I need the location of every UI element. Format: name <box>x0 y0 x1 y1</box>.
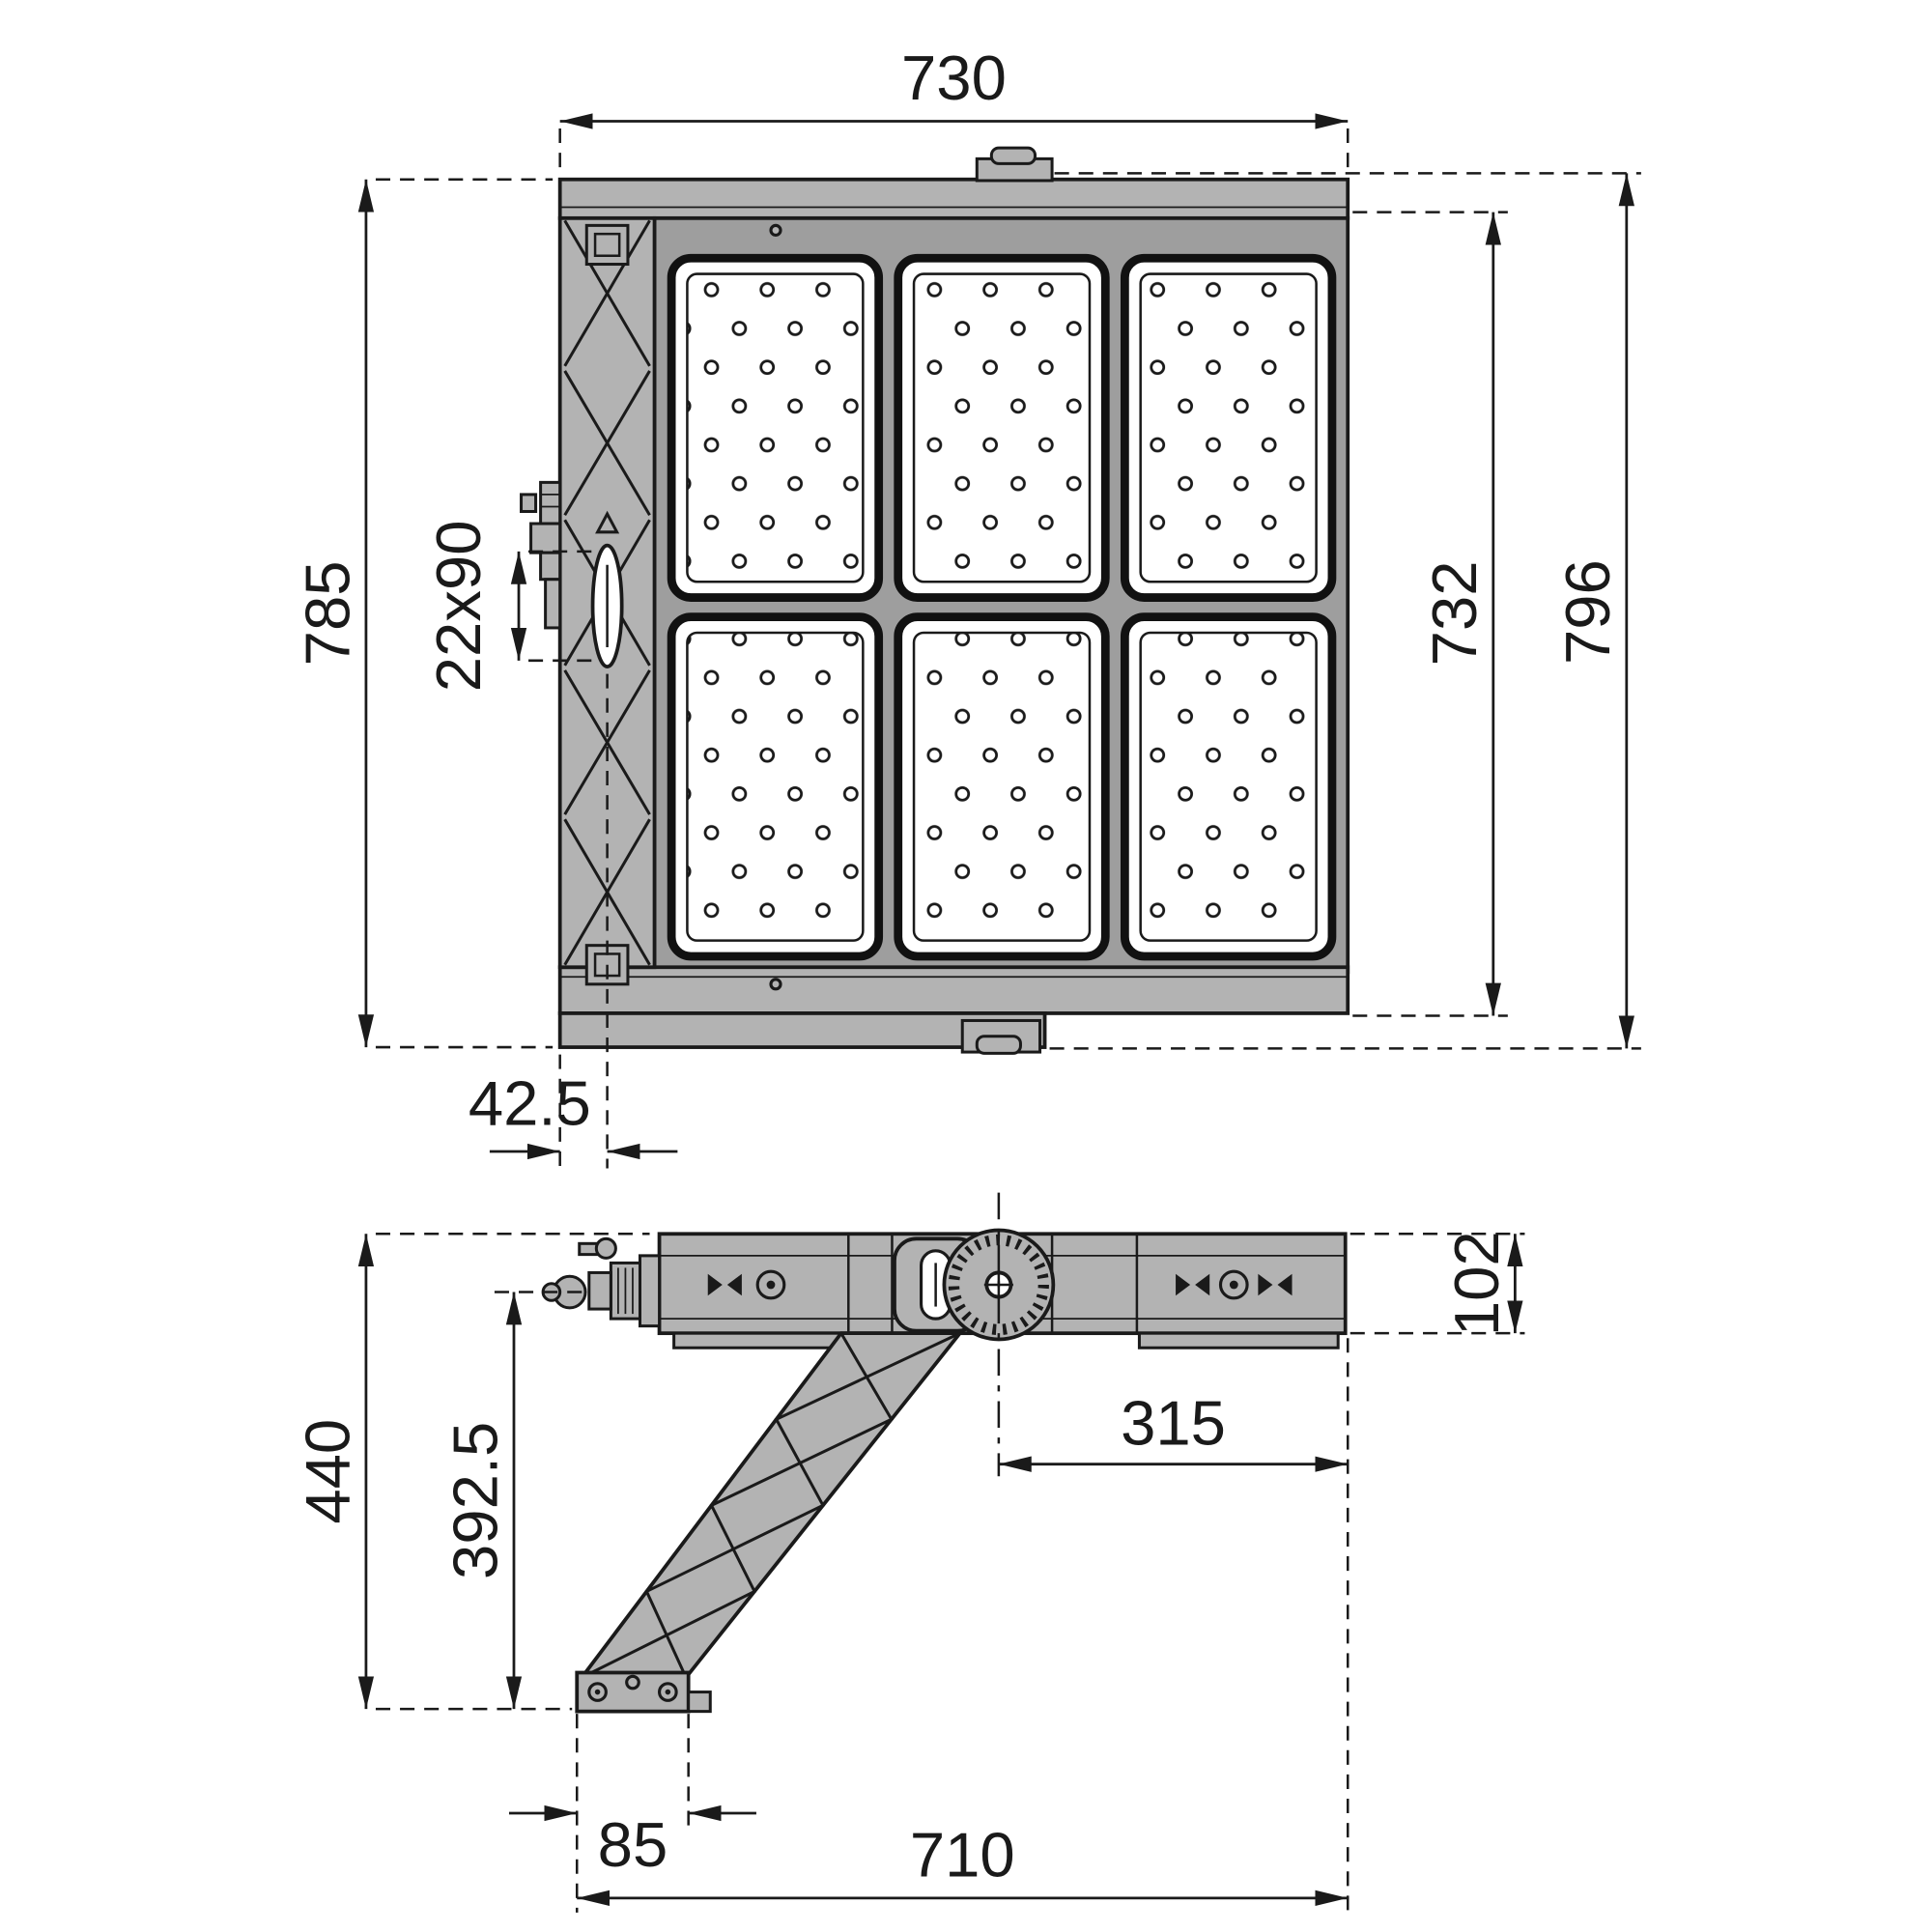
dimension-42-5: 42.5 <box>469 673 678 1169</box>
dim-label-22x90: 22x90 <box>423 520 494 692</box>
led-panels <box>667 253 1337 961</box>
dim-label-392-5: 392.5 <box>440 1422 510 1579</box>
dim-label-102: 102 <box>1441 1231 1512 1336</box>
latch-clip-icon <box>707 1273 742 1296</box>
frame-corner-top <box>584 223 630 267</box>
dimension-85: 85 <box>508 1714 756 1913</box>
dim-label-42-5: 42.5 <box>469 1067 591 1138</box>
side-view <box>541 1192 1348 1714</box>
dimension-730: 730 <box>558 43 1350 175</box>
panel-1-1 <box>667 253 884 602</box>
dim-label-440: 440 <box>292 1419 362 1524</box>
dimension-102: 102 <box>1350 1231 1525 1336</box>
bottom-rail <box>557 965 1350 1055</box>
vent-valve <box>594 1236 617 1260</box>
front-view <box>520 146 1350 1055</box>
side-latch <box>520 480 562 630</box>
dimension-440: 440 <box>292 1233 650 1711</box>
mounting-foot <box>575 1670 712 1714</box>
dimension-392-5: 392.5 <box>440 1291 589 1710</box>
dim-label-732: 732 <box>1419 560 1490 666</box>
dimension-785: 785 <box>292 178 554 1049</box>
bottom-mount-bolt <box>975 1035 1022 1055</box>
dim-label-785: 785 <box>292 560 362 666</box>
slot-pointer <box>595 510 620 534</box>
dimensions: 730 785 22x90 732 796 <box>292 43 1641 1913</box>
dim-label-710: 710 <box>910 1819 1015 1889</box>
dimension-710: 710 <box>577 1819 1349 1907</box>
panel-1-3 <box>1120 253 1337 602</box>
dim-label-85: 85 <box>598 1809 668 1880</box>
panel-2-3 <box>1120 612 1337 961</box>
cable-gland <box>541 1236 662 1328</box>
dim-label-730: 730 <box>901 43 1007 113</box>
top-rail <box>557 146 1350 220</box>
truss-arm <box>578 1331 964 1680</box>
dimension-732: 732 <box>1352 211 1508 1017</box>
panel-2-2 <box>894 612 1110 961</box>
pivot-assembly <box>893 1228 1056 1342</box>
panel-2-1 <box>667 612 884 961</box>
rail-screw-bottom <box>769 978 782 991</box>
dimension-315: 315 <box>998 1338 1350 1913</box>
latch-clip-icon <box>1258 1273 1293 1296</box>
rail-screw-top <box>769 223 782 237</box>
latch-clip-icon <box>1176 1273 1210 1296</box>
dimension-22x90: 22x90 <box>423 520 602 692</box>
left-frame <box>557 215 657 986</box>
panel-1-2 <box>894 253 1110 602</box>
dim-label-796: 796 <box>1552 559 1623 665</box>
top-mount-bolt <box>989 146 1037 165</box>
dimension-796: 796 <box>1049 172 1641 1050</box>
dim-label-315: 315 <box>1121 1388 1226 1459</box>
